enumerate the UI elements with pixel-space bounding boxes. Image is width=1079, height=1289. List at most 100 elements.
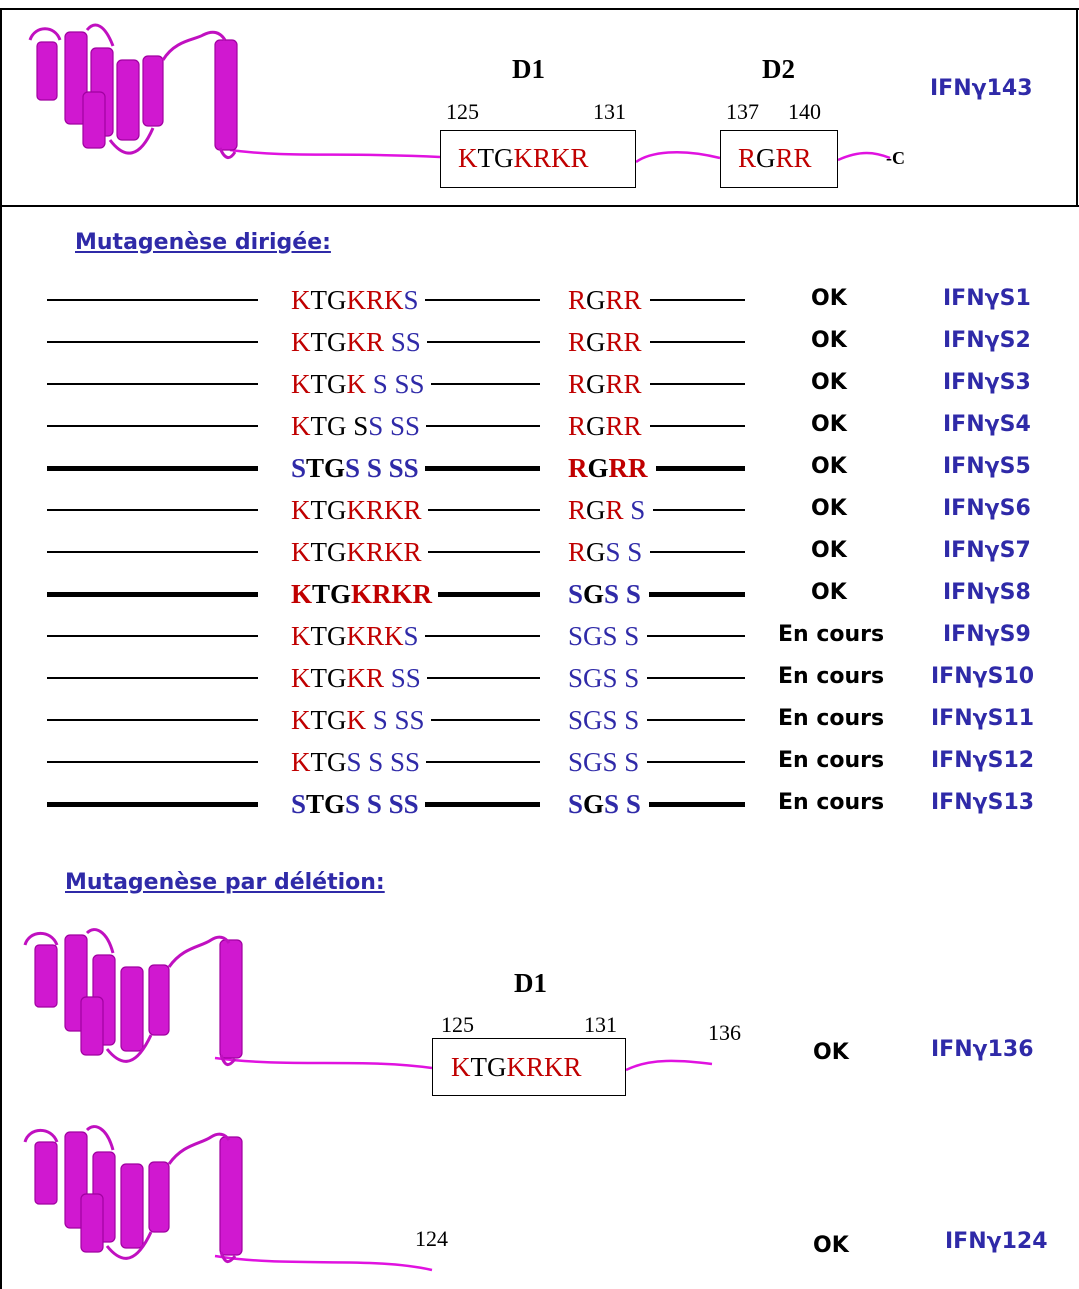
d2-mutant-sequence: RGRR xyxy=(568,327,642,357)
residue-segment: S xyxy=(403,285,419,315)
linker-line xyxy=(425,635,540,637)
tail-line xyxy=(656,465,745,471)
c-tail xyxy=(837,151,891,162)
residue-segment: TG xyxy=(310,369,347,399)
d1-mutant-sequence: KTGKRKR xyxy=(291,579,432,609)
tail-line xyxy=(647,719,745,721)
d1-mutant-sequence: KTGK S SS xyxy=(291,705,425,735)
linker-line xyxy=(428,551,540,553)
protein-structure-136 xyxy=(23,928,243,1066)
residue-segment: TG xyxy=(477,143,514,173)
backbone-line xyxy=(47,383,258,385)
mutant-name: IFNγS10 xyxy=(931,664,1035,689)
residue-segment: S SS xyxy=(368,411,421,441)
mutant-name: IFNγS5 xyxy=(943,454,1031,479)
residue-segment: KRK xyxy=(346,621,404,651)
mutant-name: IFNγS6 xyxy=(943,496,1031,521)
residue-segment: S xyxy=(291,453,307,483)
protein-tail xyxy=(229,148,441,159)
residue-segment: S S xyxy=(604,789,641,819)
residue-segment: TG xyxy=(310,495,347,525)
residue-segment: RR xyxy=(605,327,642,357)
residue-segment: K xyxy=(451,1052,471,1082)
end-position-124: 124 xyxy=(415,1226,448,1251)
d1-sequence: KTGKRKR xyxy=(458,143,589,173)
residue-segment: G xyxy=(586,327,606,357)
d2-mutant-sequence: SGS S xyxy=(568,747,639,777)
tail-line xyxy=(650,425,745,427)
residue-segment: G xyxy=(583,789,605,819)
residue-segment: S S SS xyxy=(346,747,421,777)
d2-mutant-sequence: SGS S xyxy=(568,663,639,693)
d1-end-position: 131 xyxy=(593,99,626,124)
residue-segment: K xyxy=(291,369,311,399)
mutant-name: IFNγS8 xyxy=(943,580,1031,605)
mutant-name: IFNγS7 xyxy=(943,538,1031,563)
residue-segment: G xyxy=(586,369,606,399)
section-heading-deletion: Mutagenèse par délétion: xyxy=(65,870,385,895)
residue-segment: RR xyxy=(605,285,642,315)
status-124: OK xyxy=(813,1233,849,1258)
residue-segment: R xyxy=(568,327,587,357)
residue-segment: K xyxy=(291,327,311,357)
residue-segment: S xyxy=(403,621,419,651)
residue-segment: TG xyxy=(310,705,347,735)
residue-segment: G xyxy=(586,285,606,315)
backbone-line xyxy=(47,299,258,301)
status-label: OK xyxy=(811,412,847,437)
backbone-line xyxy=(47,341,258,343)
tail-line xyxy=(650,341,745,343)
tail-line xyxy=(647,677,745,679)
linker-line xyxy=(427,341,540,343)
residue-segment: G xyxy=(583,579,605,609)
status-label: En cours xyxy=(778,748,885,773)
residue-segment: R xyxy=(568,453,588,483)
status-label: OK xyxy=(811,370,847,395)
residue-segment: TG xyxy=(470,1052,507,1082)
residue-segment: K xyxy=(291,705,311,735)
d1-mutant-sequence: STGS S SS xyxy=(291,789,419,819)
d2-start-position: 137 xyxy=(726,99,759,124)
tail-line xyxy=(649,801,745,807)
construct-name-124: IFNγ124 xyxy=(945,1229,1048,1254)
residue-segment: TG xyxy=(310,285,347,315)
residue-segment: SS xyxy=(384,663,421,693)
residue-segment: G xyxy=(587,453,609,483)
residue-segment: R xyxy=(568,537,587,567)
residue-segment: S xyxy=(568,579,584,609)
residue-segment: SS xyxy=(384,327,421,357)
frame-top-border xyxy=(0,8,1079,10)
residue-segment: KR xyxy=(346,663,385,693)
tail-line xyxy=(647,761,745,763)
status-label: En cours xyxy=(778,706,885,731)
residue-segment: KRKR xyxy=(513,143,589,173)
d1-mutant-sequence: KTGKRKS xyxy=(291,621,419,651)
residue-segment: RR xyxy=(775,143,812,173)
backbone-line xyxy=(47,635,258,637)
residue-segment: R xyxy=(738,143,757,173)
residue-segment: TG xyxy=(310,537,347,567)
status-label: OK xyxy=(811,496,847,521)
backbone-line xyxy=(47,509,258,511)
residue-segment: TG S xyxy=(310,411,369,441)
residue-segment: RR xyxy=(608,453,648,483)
tail-line xyxy=(650,551,745,553)
d2-mutant-sequence: SGS S xyxy=(568,579,641,609)
residue-segment: S S SS xyxy=(345,453,419,483)
linker-line xyxy=(425,801,540,807)
d1-start-position-136: 125 xyxy=(441,1012,474,1037)
linker-line xyxy=(425,465,540,471)
linker-tail xyxy=(635,150,721,164)
residue-segment: K xyxy=(291,579,313,609)
d2-mutant-sequence: SGS S xyxy=(568,621,639,651)
residue-segment: S S SS xyxy=(345,789,419,819)
d1-mutant-sequence: KTGKR SS xyxy=(291,663,421,693)
residue-segment: S S xyxy=(604,579,641,609)
residue-segment: S xyxy=(623,495,646,525)
residue-segment: K xyxy=(291,747,311,777)
residue-segment: S SS xyxy=(366,705,425,735)
residue-segment: R xyxy=(568,411,587,441)
residue-segment: S S xyxy=(605,537,643,567)
residue-segment: TG xyxy=(310,747,347,777)
